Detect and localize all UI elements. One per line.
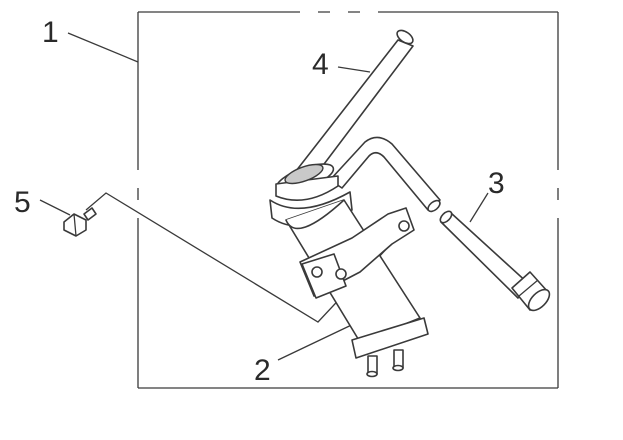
bent-hose <box>329 136 441 213</box>
leader-line-5 <box>39 199 71 216</box>
leader-line-3 <box>469 192 489 223</box>
callout-5: 5 <box>14 186 31 219</box>
leader-line-4 <box>337 66 371 73</box>
bolt-part-5 <box>63 207 97 237</box>
callout-4: 4 <box>312 48 329 81</box>
short-hose-part-3 <box>439 210 551 312</box>
callout-2: 2 <box>254 354 271 387</box>
leader-line-1 <box>67 32 139 63</box>
callout-1: 1 <box>42 16 59 49</box>
leader-line-2 <box>277 319 363 361</box>
mounting-bracket <box>299 207 415 299</box>
assembly-frame <box>137 11 559 389</box>
callout-3: 3 <box>488 167 505 200</box>
